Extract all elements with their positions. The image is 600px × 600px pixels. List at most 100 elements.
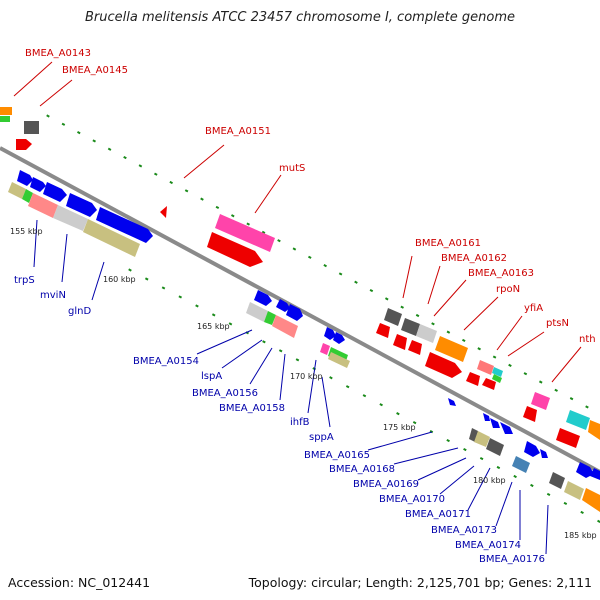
tick-mark: [262, 340, 266, 344]
gene-feature: [28, 193, 58, 218]
gene-label-sppA: sppA: [309, 432, 334, 443]
tick-mark: [546, 492, 551, 497]
tick-mark: [477, 347, 481, 351]
tick-mark: [138, 164, 143, 168]
gene-feature: [207, 232, 263, 267]
gene-feature: [0, 107, 12, 115]
gene-feature: [556, 428, 580, 448]
tick-mark: [246, 222, 250, 226]
tick-mark: [184, 189, 189, 193]
tick-mark: [178, 295, 183, 299]
scale-label: 170 kbp: [290, 372, 323, 381]
gene-feature: [324, 327, 336, 340]
scale-label: 160 kbp: [103, 275, 136, 284]
gene-feature: [24, 121, 39, 134]
tick-mark: [278, 349, 283, 353]
tick-mark: [396, 412, 400, 416]
tick-mark: [169, 180, 173, 185]
tick-mark: [277, 239, 281, 243]
gene-label-trpS: trpS: [14, 275, 35, 286]
tick-mark: [369, 288, 374, 293]
gene-feature: [53, 205, 88, 231]
gene-feature: [425, 352, 462, 378]
gene-label-BMEA_A0176: BMEA_A0176: [479, 554, 545, 565]
gene-feature: [590, 468, 600, 480]
gene-feature: [17, 170, 33, 186]
gene-label-BMEA_A0161: BMEA_A0161: [415, 238, 481, 249]
gene-feature: [588, 420, 600, 440]
gene-label-BMEA_A0165: BMEA_A0165: [304, 450, 370, 461]
tick-mark: [479, 456, 484, 461]
gene-feature: [466, 372, 480, 386]
gene-feature: [512, 456, 530, 473]
tick-mark: [211, 313, 216, 317]
gene-feature: [490, 418, 500, 428]
gene-label-ptsN: ptsN: [546, 318, 569, 329]
gene-feature: [43, 182, 67, 202]
gene-feature: [582, 488, 600, 512]
gene-feature: [416, 324, 437, 343]
tick-mark: [46, 114, 50, 118]
tick-mark: [580, 510, 584, 514]
scale-label: 180 kbp: [473, 476, 506, 485]
tick-mark: [107, 147, 112, 151]
gene-label-BMEA_A0168: BMEA_A0168: [329, 464, 395, 475]
tick-mark: [230, 214, 235, 218]
gene-label-BMEA_A0174: BMEA_A0174: [455, 540, 521, 551]
tick-mark: [362, 394, 367, 398]
gene-label-ihfB: ihfB: [290, 417, 310, 428]
tick-mark: [77, 131, 81, 135]
tick-mark: [323, 264, 327, 268]
gene-feature: [22, 189, 33, 203]
gene-label-BMEA_A0170: BMEA_A0170: [379, 494, 445, 505]
tick-mark: [92, 139, 96, 143]
gene-feature: [492, 367, 503, 377]
gene-feature: [482, 378, 496, 390]
tick-mark: [195, 304, 199, 308]
gene-label-BMEA_A0158: BMEA_A0158: [219, 403, 285, 414]
gene-feature: [531, 392, 550, 410]
tick-mark: [400, 305, 404, 309]
gene-feature: [486, 438, 504, 456]
tick-mark: [61, 122, 66, 126]
tick-mark: [200, 197, 204, 201]
tick-track: [46, 114, 600, 523]
gene-label-lspA: lspA: [201, 371, 222, 382]
gene-label-BMEA_A0151: BMEA_A0151: [205, 126, 271, 137]
gene-feature: [376, 323, 390, 338]
scale-label: 155 kbp: [10, 227, 43, 236]
tick-mark: [461, 338, 466, 343]
gene-feature: [254, 290, 272, 306]
gene-feature: [393, 334, 407, 350]
gene-label-BMEA_A0156: BMEA_A0156: [192, 388, 258, 399]
gene-label-glnD: glnD: [68, 306, 91, 317]
tick-mark: [496, 465, 501, 470]
gene-label-BMEA_A0143: BMEA_A0143: [25, 48, 91, 59]
gene-feature: [215, 214, 275, 252]
gene-feature: [549, 472, 565, 489]
tick-mark: [431, 322, 435, 326]
tick-mark: [492, 355, 497, 359]
tick-mark: [412, 421, 417, 425]
gene-label-BMEA_A0173: BMEA_A0173: [431, 525, 497, 536]
gene-label-rpoN: rpoN: [496, 284, 520, 295]
tick-mark: [513, 474, 517, 479]
tick-mark: [429, 430, 434, 434]
gene-feature: [8, 182, 26, 199]
tick-mark: [446, 330, 451, 334]
gene-feature: [286, 304, 303, 321]
gene-feature: [566, 410, 590, 430]
tick-mark: [161, 286, 166, 290]
scale-label: 165 kbp: [197, 322, 230, 331]
tick-mark: [215, 205, 220, 210]
tick-mark: [292, 247, 297, 251]
tick-mark: [523, 372, 528, 376]
gene-feature: [474, 431, 490, 447]
gene-label-BMEA_A0163: BMEA_A0163: [468, 268, 534, 279]
gene-label-yfiA: yfiA: [524, 303, 543, 314]
gene-feature: [320, 343, 330, 355]
gene-feature: [492, 374, 502, 383]
gene-feature: [564, 481, 584, 500]
gene-feature: [0, 116, 10, 122]
gene-feature: [408, 340, 422, 355]
